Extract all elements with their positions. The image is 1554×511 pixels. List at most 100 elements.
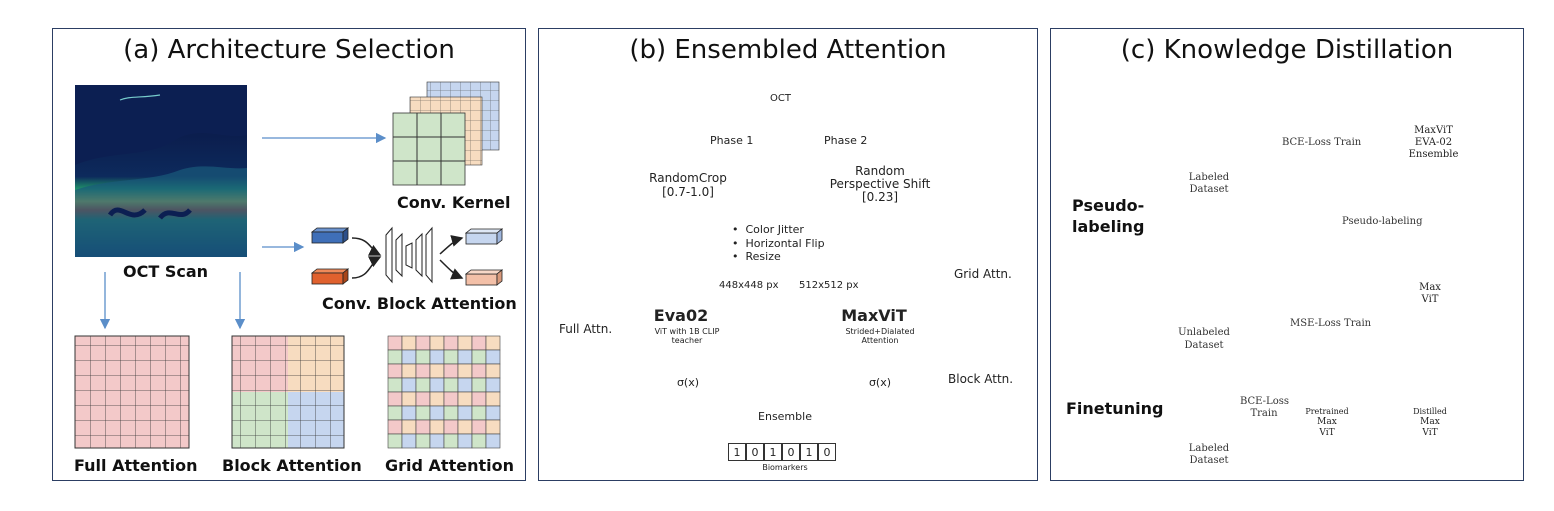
maxvit-desc2: Attention — [861, 336, 899, 345]
mse-train-label: MSE-Loss Train — [1290, 318, 1372, 329]
grid-attention-cell — [401, 377, 417, 393]
grid-attention-cell — [471, 349, 487, 365]
unlabeled-line2: Dataset — [1184, 340, 1224, 351]
conv-kernel-label: Conv. Kernel — [397, 193, 511, 212]
random-crop-label: RandomCrop [0.7-1.0] — [632, 171, 744, 199]
max-vit-line2: ViT — [1421, 294, 1439, 305]
unlabeled-dataset-label: Unlabeled Dataset — [1174, 326, 1234, 352]
grid-attention-cell — [457, 419, 473, 435]
pretrained-maxvit-label: Pretrained Max ViT — [1302, 406, 1352, 439]
augment-item: • Horizontal Flip — [732, 236, 825, 250]
grid-attention-grid — [387, 335, 501, 449]
bce-train-bottom-label: BCE-Loss Train — [1240, 396, 1289, 420]
pretrained-line1: Pretrained — [1305, 407, 1349, 416]
grid-attention-cell — [415, 335, 431, 351]
grid-attention-cell — [429, 405, 445, 421]
max-vit-line1: Max — [1419, 282, 1441, 293]
grid-attention-cell — [387, 433, 403, 449]
grid-attention-cell — [415, 349, 431, 365]
grid-attn-label: Grid Attn. — [954, 267, 1012, 281]
grid-attention-cell — [471, 433, 487, 449]
grid-attention-cell — [429, 335, 445, 351]
grid-attention-cell — [443, 405, 459, 421]
labeled-top-line1: Labeled — [1188, 172, 1230, 183]
block-attention-grid — [231, 335, 345, 449]
pretrained-line3: ViT — [1319, 428, 1335, 438]
grid-attention-cell — [401, 335, 417, 351]
ensemble-model-label: MaxViT EVA-02 Ensemble — [1403, 125, 1464, 161]
panel-a-title: (a) Architecture Selection — [123, 35, 455, 65]
bce-bottom-line2: Train — [1250, 408, 1278, 419]
eva02-block: Eva02 ViT with 1B CLIP teacher — [628, 306, 746, 345]
grid-attention-cell — [457, 391, 473, 407]
panel-ensembled-attention: (b) Ensembled Attention — [538, 28, 1038, 481]
full-attention-grid — [74, 335, 190, 449]
phase1-label: Phase 1 — [708, 134, 756, 147]
distilled-maxvit-label: Distilled Max ViT — [1408, 406, 1452, 439]
block-attention-label: Block Attention — [222, 456, 362, 475]
grid-attention-cell — [401, 433, 417, 449]
grid-attention-cell — [485, 433, 501, 449]
augment-item: • Resize — [732, 250, 781, 263]
grid-attention-cell — [485, 377, 501, 393]
grid-attention-cell — [485, 335, 501, 351]
pretrained-line2: Max — [1317, 417, 1337, 427]
grid-attention-cell — [443, 391, 459, 407]
grid-attention-label: Grid Attention — [385, 456, 514, 475]
biomarker-bit: 1 — [800, 443, 818, 461]
full-attn-label: Full Attn. — [559, 322, 613, 336]
grid-attention-cell — [443, 433, 459, 449]
augment-list: • Color Jitter • Horizontal Flip • Resiz… — [732, 223, 825, 264]
res-left-label: 448x448 px — [718, 280, 780, 291]
maxvit-desc1: Strided+Dialated — [845, 327, 915, 336]
random-perspective-label: Random Perspective Shift [0.23] — [822, 165, 938, 204]
grid-attention-cell — [485, 363, 501, 379]
conv-kernel-stack — [392, 81, 500, 186]
grid-attention-cell — [401, 391, 417, 407]
biomarker-bit: 0 — [782, 443, 800, 461]
grid-attention-cell — [401, 349, 417, 365]
grid-attention-cell — [443, 349, 459, 365]
grid-attention-cell — [457, 377, 473, 393]
distilled-line1: Distilled — [1413, 407, 1447, 416]
grid-attention-cell — [485, 405, 501, 421]
pseudo-labeling-arrow-label: Pseudo-labeling — [1340, 216, 1425, 227]
random-perspective-line2: Perspective Shift — [829, 177, 931, 191]
grid-attention-cell — [471, 405, 487, 421]
labeled-dataset-top-label: Labeled Dataset — [1179, 172, 1239, 196]
random-crop-range: [0.7-1.0] — [662, 185, 714, 199]
grid-attention-cell — [429, 419, 445, 435]
distilled-line3: ViT — [1422, 428, 1438, 438]
res-right-label: 512x512 px — [798, 280, 860, 291]
ensemble-line3: Ensemble — [1408, 149, 1459, 160]
grid-attention-cell — [387, 335, 403, 351]
grid-attention-cell — [401, 363, 417, 379]
pseudo-labeling-label: Pseudo- labeling — [1072, 195, 1144, 237]
augment-item-text: Horizontal Flip — [745, 236, 825, 250]
max-vit-student-label: Max ViT — [1408, 282, 1452, 306]
oct-scan-image — [75, 85, 247, 257]
grid-attention-cell — [457, 433, 473, 449]
pseudo-label-line2: labeling — [1072, 217, 1145, 236]
random-crop-title: RandomCrop — [649, 171, 727, 185]
grid-attention-cell — [415, 377, 431, 393]
biomarkers-label: Biomarkers — [762, 463, 808, 472]
grid-attention-cell — [387, 405, 403, 421]
labeled-dataset-bottom-label: Labeled Dataset — [1179, 443, 1239, 467]
grid-attention-cell — [457, 405, 473, 421]
grid-attention-cell — [443, 335, 459, 351]
ensemble-line2: EVA-02 — [1414, 137, 1453, 148]
grid-attention-cell — [471, 377, 487, 393]
grid-attention-cell — [443, 419, 459, 435]
grid-attention-cell — [415, 405, 431, 421]
grid-attention-cell — [387, 391, 403, 407]
augment-item: • Color Jitter — [732, 223, 804, 236]
random-perspective-line1: Random — [855, 164, 905, 178]
biomarker-bit: 1 — [764, 443, 782, 461]
conv-block-attention-label: Conv. Block Attention — [322, 294, 517, 313]
distilled-line2: Max — [1420, 417, 1440, 427]
unlabeled-line1: Unlabeled — [1178, 327, 1230, 338]
eva02-name: Eva02 — [653, 306, 709, 325]
grid-attention-cell — [485, 419, 501, 435]
biomarker-bit: 1 — [728, 443, 746, 461]
